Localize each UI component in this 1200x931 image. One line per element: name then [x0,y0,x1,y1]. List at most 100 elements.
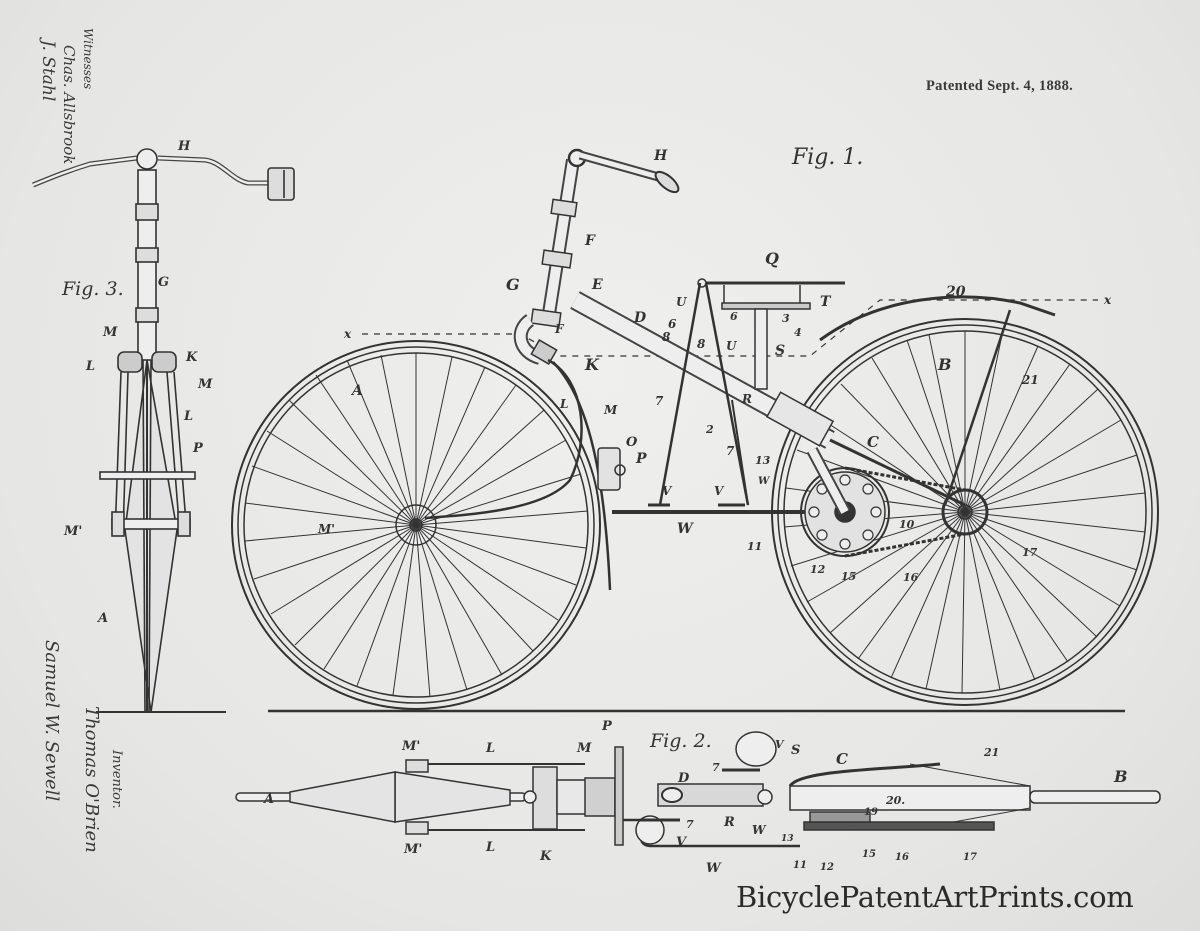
svg-text:K: K [584,355,600,374]
svg-text:A: A [262,792,274,807]
fig2-title: Fig. 2. [650,730,712,752]
inventor-name: Thomas O'Brien [81,706,102,853]
fig2-plan-view [235,731,1161,848]
svg-text:H: H [653,148,668,164]
svg-text:6: 6 [668,317,677,331]
svg-text:M: M [197,377,213,392]
svg-text:C: C [867,433,879,451]
svg-text:M': M' [63,524,82,539]
svg-text:W: W [758,476,771,487]
svg-text:L: L [85,359,95,374]
svg-text:M': M' [317,522,335,536]
svg-text:V: V [676,835,688,850]
svg-text:2: 2 [705,423,714,436]
svg-text:C: C [836,750,848,768]
svg-text:15: 15 [862,849,876,860]
inventor-heading: Inventor. [109,750,124,809]
svg-text:K: K [185,350,198,365]
fig1-labels: H Q T G F E F D U 6 8 6 8 U 3 4 S K x x … [317,148,1112,584]
svg-text:7: 7 [655,394,664,408]
fig3-title: Fig. 3. [62,278,124,300]
svg-text:17: 17 [1022,546,1038,559]
svg-text:L: L [559,397,568,411]
svg-text:7: 7 [726,444,735,458]
svg-text:8: 8 [662,330,671,344]
svg-text:M: M [102,325,118,340]
svg-text:P: P [192,441,204,456]
svg-text:W: W [706,861,722,876]
svg-text:W: W [752,823,767,837]
svg-text:21: 21 [983,746,999,759]
svg-text:16: 16 [903,571,919,584]
fig2-labels: A M' L M P K L M' D 7 V S C 21 B 20. 19 … [262,719,1128,876]
svg-text:P: P [635,451,647,467]
svg-text:W: W [677,521,694,537]
svg-text:H: H [177,139,191,154]
svg-text:M': M' [403,842,422,857]
svg-text:4: 4 [794,326,802,339]
svg-text:B: B [1113,767,1128,786]
svg-text:A: A [96,611,108,626]
svg-text:12: 12 [810,563,826,576]
svg-text:R: R [723,815,735,830]
svg-text:U: U [676,295,688,309]
fig3-labels: H G M L K M L P M' A [63,139,213,626]
svg-text:L: L [485,840,495,855]
svg-text:G: G [506,275,520,294]
fig1-side-view [231,148,1159,710]
svg-text:L: L [183,409,193,424]
svg-text:F: F [584,233,596,249]
svg-text:x: x [343,327,352,341]
svg-text:B: B [937,355,952,374]
svg-text:L: L [485,741,495,756]
svg-text:7: 7 [712,761,720,774]
svg-text:16: 16 [895,852,909,863]
svg-text:A: A [350,383,363,399]
svg-text:3: 3 [782,312,790,325]
svg-text:13: 13 [755,454,771,467]
svg-text:K: K [539,849,552,864]
svg-text:12: 12 [820,862,834,873]
svg-text:21: 21 [1021,373,1039,387]
svg-text:x: x [1103,293,1112,307]
svg-text:U: U [726,339,738,353]
svg-text:Q: Q [765,249,779,268]
svg-text:D: D [633,310,647,326]
svg-text:17: 17 [963,852,977,863]
svg-text:19: 19 [864,807,878,818]
svg-text:M': M' [401,739,420,754]
svg-text:S: S [775,343,785,359]
svg-text:T: T [820,294,832,310]
svg-text:F: F [554,322,565,336]
svg-text:13: 13 [781,834,794,844]
attorney-name: Samuel W. Sewell [41,640,62,802]
patent-date: Patented Sept. 4, 1888. [926,78,1074,94]
svg-text:S: S [791,743,800,758]
witness-2: J. Stahl [38,40,58,102]
svg-text:7: 7 [686,818,694,831]
svg-text:G: G [158,275,169,290]
svg-text:V: V [662,484,673,498]
svg-text:D: D [677,771,690,786]
svg-text:20: 20 [945,284,966,300]
svg-text:E: E [591,277,603,293]
svg-text:V: V [714,484,725,498]
svg-text:M: M [576,741,592,756]
svg-text:11: 11 [747,540,762,553]
svg-text:20.: 20. [885,794,905,807]
svg-text:M: M [603,403,618,417]
svg-text:15: 15 [841,570,856,583]
svg-text:V: V [775,738,785,751]
site-watermark: BicyclePatentArtPrints.com [736,880,1134,914]
svg-text:11: 11 [793,860,807,871]
svg-text:O: O [626,435,638,450]
fig1-title: Fig. 1. [792,145,864,170]
witnesses-heading: Witnesses [81,28,95,90]
svg-text:P: P [601,719,613,734]
svg-text:8: 8 [697,337,706,351]
fig3-front-view [32,148,295,713]
svg-text:10: 10 [899,518,915,531]
witness-1: Chas. Allsbrook [60,45,78,165]
svg-text:6: 6 [730,310,738,323]
